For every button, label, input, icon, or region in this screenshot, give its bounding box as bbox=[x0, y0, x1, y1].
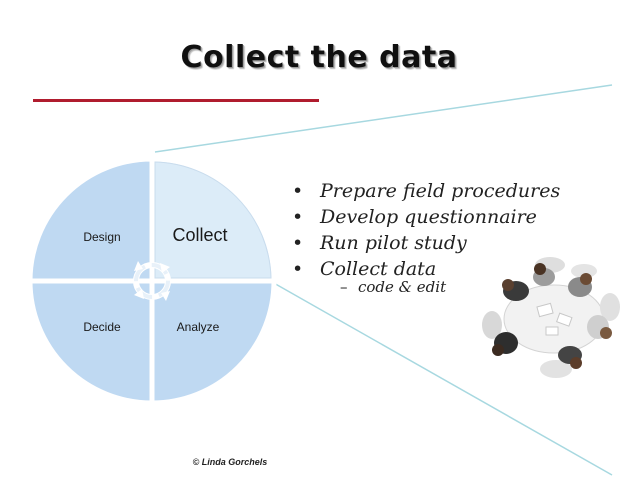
title-underline bbox=[33, 99, 319, 102]
meeting-photo-icon bbox=[482, 257, 620, 378]
callout-line-top bbox=[154, 84, 613, 153]
active-quadrant-border bbox=[154, 161, 272, 279]
bullet-item: Run pilot study bbox=[292, 230, 560, 256]
quadrant-analyze[interactable] bbox=[149, 278, 277, 406]
sub-bullet-list: code & edit bbox=[340, 278, 446, 296]
bullet-item: Prepare field procedures bbox=[292, 178, 560, 204]
sub-bullet-item: code & edit bbox=[340, 278, 446, 296]
quadrant-collect[interactable] bbox=[149, 156, 277, 284]
callout-line-bottom bbox=[271, 281, 613, 476]
bullet-item: Develop questionnaire bbox=[292, 204, 560, 230]
label-collect: Collect bbox=[172, 225, 227, 245]
label-decide: Decide bbox=[83, 320, 121, 334]
bullet-list: Prepare field procedures Develop questio… bbox=[292, 178, 560, 282]
bullet-item: Collect data bbox=[292, 256, 560, 282]
slide-title: Collect the data bbox=[180, 40, 458, 75]
quadrant-decide[interactable] bbox=[27, 278, 155, 406]
quadrant-design[interactable] bbox=[27, 156, 155, 284]
label-analyze: Analyze bbox=[177, 320, 220, 334]
label-design: Design bbox=[83, 230, 120, 244]
circular-arrows-icon bbox=[133, 261, 171, 301]
copyright-text: © Linda Gorchels bbox=[192, 457, 268, 467]
